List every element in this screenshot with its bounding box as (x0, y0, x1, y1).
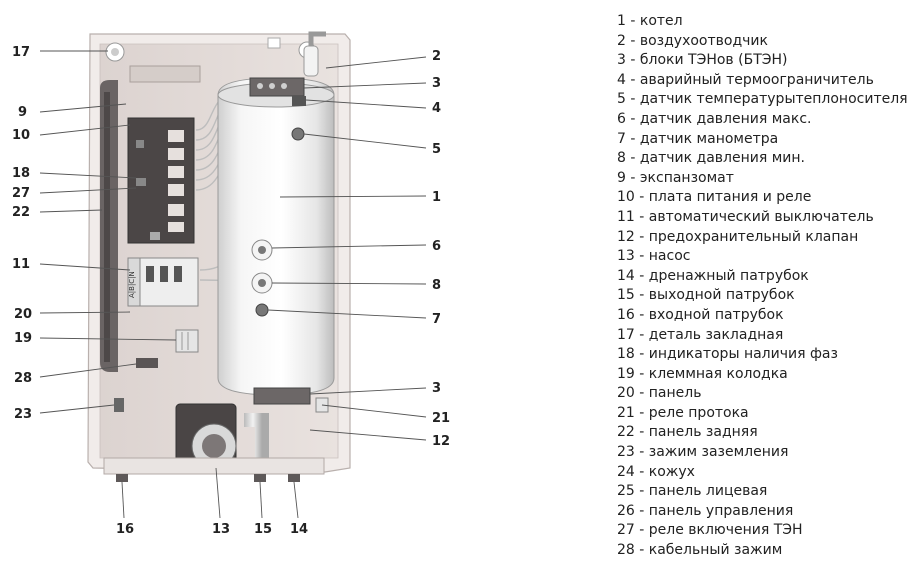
legend-item: 1 - котел (617, 13, 683, 29)
callout-2: 2 (432, 49, 441, 64)
legend-item: 19 - клеммная колодка (617, 365, 788, 382)
legend-item: 25 - панель лицевая (617, 483, 768, 500)
bottom-rail (103, 457, 325, 482)
legend-item: 3 - блоки ТЭНов (БТЭН) (617, 52, 788, 69)
callout-13: 13 (212, 522, 230, 537)
legend-item: 12 - предохранительный клапан (617, 228, 859, 245)
legend-item: 4 - аварийный термоограничитель (617, 71, 874, 88)
callout-14: 14 (290, 522, 308, 537)
max-pressure-sensor (251, 239, 273, 261)
callout-11: 11 (12, 257, 30, 272)
legend-item: 27 - реле включения ТЭН (617, 522, 803, 539)
legend-item: 5 - датчик температурытеплоносителя (617, 91, 908, 108)
legend: 1 - котел 2 - воздухоотводчик 3 - блоки ТЭ… (617, 12, 908, 561)
legend-item: 10 - плата питания и реле (617, 189, 812, 206)
callout-4: 4 (432, 101, 441, 116)
callout-19: 19 (14, 331, 32, 346)
legend-item: 17 - деталь закладная (617, 326, 784, 343)
manometer-sensor (255, 303, 269, 317)
legend-item: 6 - датчик давления макс. (617, 110, 812, 127)
callout-22: 22 (12, 205, 30, 220)
callout-17: 17 (12, 45, 30, 60)
callout-21: 21 (432, 411, 450, 426)
legend-item: 16 - входной патрубок (617, 306, 784, 323)
legend-item: 26 - панель управления (617, 502, 794, 519)
legend-item: 23 - зажим заземления (617, 444, 789, 461)
expansion-vessel (100, 80, 118, 372)
callout-10: 10 (12, 128, 30, 143)
callout-20: 20 (14, 307, 32, 322)
pump (175, 403, 237, 469)
legend-item: 15 - выходной патрубок (617, 287, 795, 304)
callout-numbers: 17 9 10 18 27 22 11 20 19 28 23 2 3 4 5 … (12, 45, 450, 537)
callout-9: 9 (18, 105, 27, 120)
breaker-phase-label: A|B|C|N (128, 271, 136, 298)
callout-3-top: 3 (432, 76, 441, 91)
temperature-sensor (291, 127, 305, 141)
heating-element-block-top (249, 77, 305, 97)
callout-15: 15 (254, 522, 272, 537)
ground-clamp (114, 398, 124, 412)
legend-item: 11 - автоматический выключатель (617, 208, 874, 225)
legend-item: 7 - датчик манометра (617, 130, 779, 147)
callout-6: 6 (432, 239, 441, 254)
min-pressure-sensor (251, 272, 273, 294)
legend-item: 18 - индикаторы наличия фаз (617, 346, 838, 363)
legend-item: 21 - реле протока (617, 404, 749, 421)
power-relay-board (127, 117, 195, 244)
callout-5: 5 (432, 142, 441, 157)
thermal-limiter (292, 96, 306, 106)
circuit-breaker: A|B|C|N (127, 257, 199, 307)
legend-item: 28 - кабельный зажим (617, 542, 783, 559)
leader-lines (39, 50, 427, 519)
legend-item: 8 - датчик давления мин. (617, 150, 806, 167)
legend-item: 24 - кожух (617, 463, 695, 480)
legend-item: 20 - панель (617, 385, 702, 402)
legend-item: 2 - воздухоотводчик (617, 32, 768, 49)
heating-element-block-bottom (253, 387, 311, 405)
callout-12: 12 (432, 434, 450, 449)
air-vent (303, 31, 326, 77)
callout-7: 7 (432, 312, 441, 327)
callout-8: 8 (432, 278, 441, 293)
callout-16: 16 (116, 522, 134, 537)
callout-3-bottom: 3 (432, 381, 441, 396)
callout-18: 18 (12, 166, 30, 181)
callout-1: 1 (432, 190, 441, 205)
callout-28: 28 (14, 371, 32, 386)
cable-clamp (136, 358, 158, 368)
callout-23: 23 (14, 407, 32, 422)
legend-item: 22 - панель задняя (617, 424, 758, 441)
terminal-block (175, 329, 199, 353)
boiler-tank (217, 77, 335, 396)
boiler-diagram: A|B|C|N (12, 31, 450, 537)
legend-item: 14 - дренажный патрубок (617, 267, 809, 284)
legend-item: 9 - экспанзомат (617, 169, 734, 186)
legend-item: 13 - насос (617, 248, 691, 265)
callout-27: 27 (12, 186, 30, 201)
